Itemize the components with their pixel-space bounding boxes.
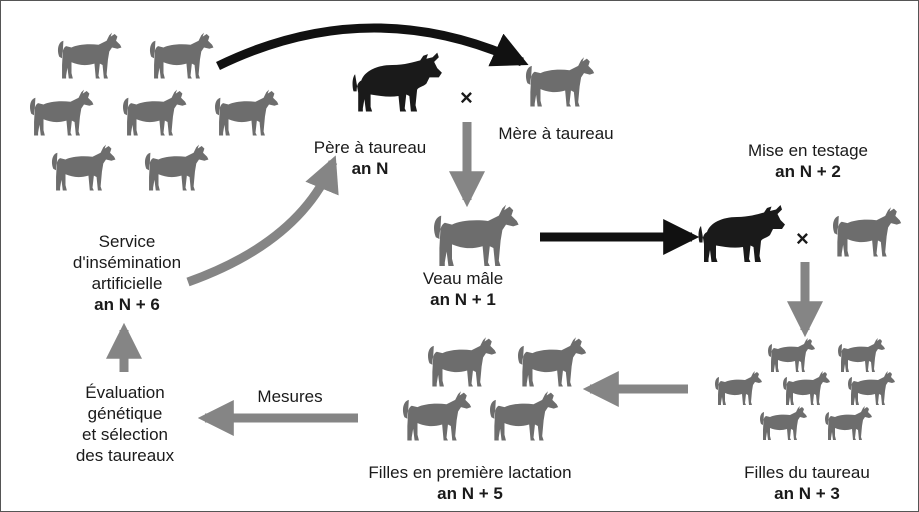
label-mere-taureau: Mère à taureau [498, 124, 614, 143]
label-filles-taureau: Filles du taureau an N + 3 [744, 463, 870, 503]
arrow-service-to-father [186, 155, 339, 287]
cow-icon [526, 57, 595, 107]
cow-icon [123, 89, 187, 136]
cow-icon [838, 338, 885, 372]
arrow-herd-to-mother [216, 23, 529, 71]
cow-icon [215, 89, 279, 136]
cow-icon [52, 144, 116, 191]
cross-symbol-top: × [460, 85, 473, 110]
cross-symbol-testing: × [796, 226, 809, 251]
cow-icon [715, 371, 762, 405]
label-service-insemination: Service d'insémination artificielle an N… [72, 232, 182, 314]
cow-icon [428, 337, 497, 387]
cow-icon [760, 406, 807, 440]
cow-icon [768, 338, 815, 372]
cow-icon [58, 32, 122, 79]
label-filles-lactation: Filles en première lactation an N + 5 [368, 463, 572, 503]
label-pere-taureau: Père à taureau an N [313, 138, 427, 178]
label-evaluation-genetique: Évaluation génétique et sélection des ta… [75, 383, 175, 465]
cow-icon [825, 406, 872, 440]
cow-icon [848, 371, 895, 405]
herd-lactation [403, 337, 587, 441]
calf-icon [434, 204, 519, 266]
label-mise-testage: Mise en testage an N + 2 [747, 141, 868, 181]
cow-icon [145, 144, 209, 191]
cow-icon [490, 391, 559, 441]
cow-icon [833, 207, 902, 257]
herd-daughters [715, 338, 895, 440]
cow-icon [403, 391, 472, 441]
cow-icon [518, 337, 587, 387]
cow-icon [30, 89, 94, 136]
label-mesures: Mesures [257, 387, 323, 406]
cow-icon [783, 371, 830, 405]
bull-icon [698, 205, 785, 262]
cow-icon [150, 32, 214, 79]
bull-icon [352, 52, 442, 112]
label-veau-male: Veau mâle an N + 1 [422, 269, 504, 309]
